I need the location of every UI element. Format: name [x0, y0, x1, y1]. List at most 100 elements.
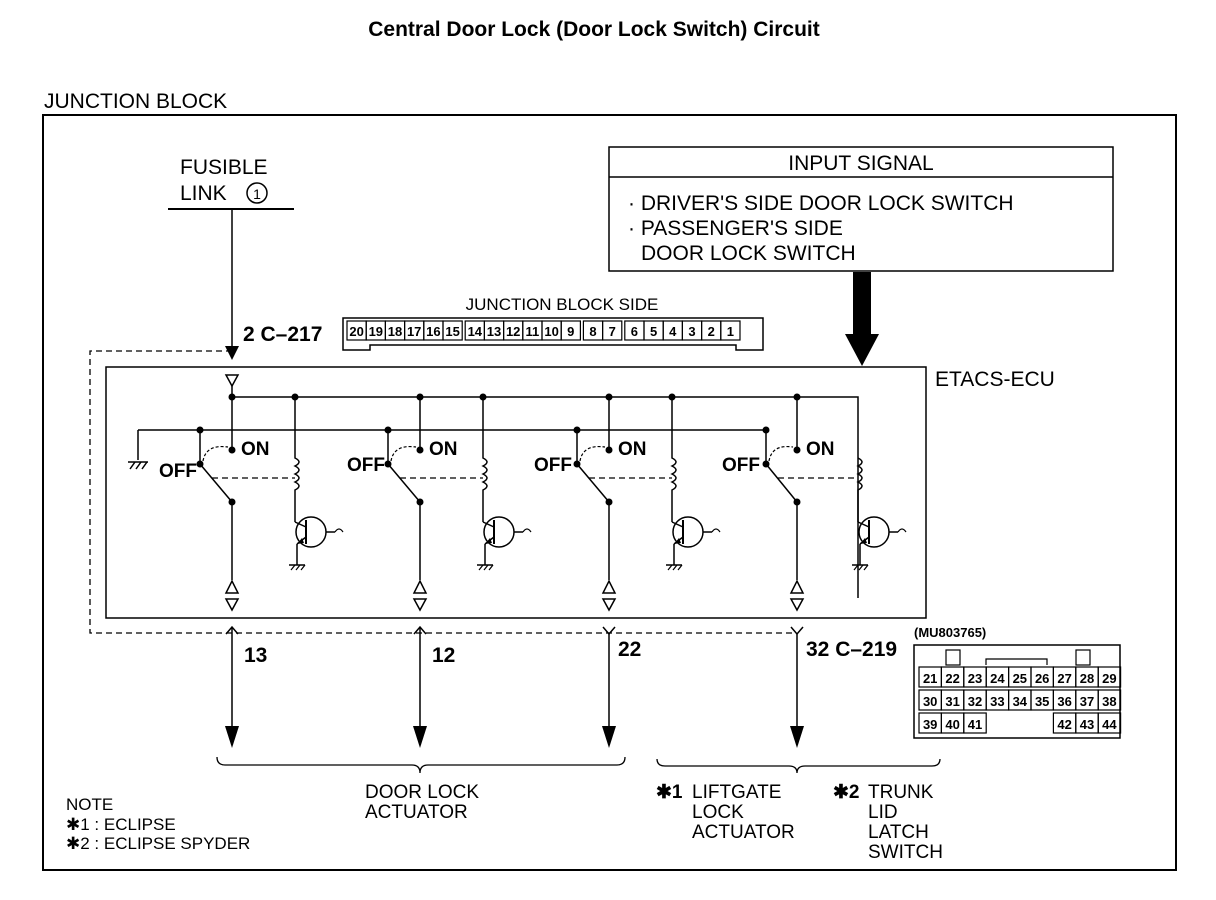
door-lock-actuator-line2: ACTUATOR: [365, 802, 468, 823]
c217-label: 2 C–217: [243, 323, 322, 346]
fusible-link-line2: LINK: [180, 182, 227, 205]
ground-symbol: [128, 461, 148, 470]
input-signal-item2-line2: DOOR LOCK SWITCH: [641, 242, 856, 265]
switch-2-off: OFF: [347, 455, 385, 476]
c219-pin-26: 26: [1035, 671, 1049, 686]
relay-channel-1: [196, 393, 344, 612]
relay-channel-3: [573, 393, 721, 612]
c219-pin-32: 32: [968, 694, 982, 709]
terminal-22: 22: [618, 638, 641, 661]
input-signal-header: INPUT SIGNAL: [788, 152, 933, 175]
c219-pin-29-cell: [1097, 666, 1122, 688]
switch-3-on: ON: [618, 439, 647, 460]
c219-pin-21: 21: [923, 671, 937, 686]
liftgate-mark: ✱1: [656, 782, 683, 803]
input-signal-box: INPUT SIGNAL · DRIVER'S SIDE DOOR LOCK S…: [608, 146, 1114, 272]
trunk-line3: LATCH: [868, 822, 929, 843]
dashed-loop: [89, 350, 796, 634]
junction-block-outline: [42, 114, 1177, 871]
relay-channel-4: [762, 393, 907, 612]
jb-pin-7: 7: [609, 324, 616, 339]
jb-pin-1: 1: [727, 324, 734, 339]
fusible-link-line1: FUSIBLE: [180, 156, 268, 179]
jb-pin-5: 5: [650, 324, 657, 339]
c219-pin-39: 39: [923, 717, 937, 732]
terminal-32-c219: 32 C–219: [806, 638, 897, 661]
terminal-12: 12: [432, 644, 455, 667]
trunk-line4: SWITCH: [868, 842, 943, 863]
jb-pin-11: 11: [526, 324, 540, 339]
jb-pin-4: 4: [669, 324, 677, 339]
c219-pin-44-cell: [1097, 712, 1122, 734]
door-lock-actuator-brace: [216, 756, 626, 774]
c219-pin-35: 35: [1035, 694, 1049, 709]
note-line1: ✱1 : ECLIPSE: [66, 815, 176, 834]
c217-terminal-marker: [224, 374, 240, 388]
c219-pin-41: 41: [968, 717, 982, 732]
c219-pin-22: 22: [945, 671, 959, 686]
jb-pin-15-cell: [442, 320, 463, 341]
switch-1-on: ON: [241, 439, 270, 460]
trunk-line2: LID: [868, 802, 898, 823]
note-line2: ✱2 : ECLIPSE SPYDER: [66, 834, 250, 853]
input-signal-item2-line1: · PASSENGER'S SIDE: [628, 217, 843, 240]
jb-pin-2: 2: [708, 324, 715, 339]
c219-part-number: (MU803765): [914, 625, 986, 640]
c219-pin-44: 44: [1102, 717, 1117, 732]
jb-pin-8: 8: [589, 324, 596, 339]
junction-block-side-label: JUNCTION BLOCK SIDE: [466, 295, 659, 314]
relay-channel-2: [384, 393, 532, 612]
c219-pin-24: 24: [990, 671, 1005, 686]
jb-pin-10: 10: [544, 324, 558, 339]
switch-4-off: OFF: [722, 455, 760, 476]
note-header: NOTE: [66, 795, 113, 814]
jb-pin-17: 17: [407, 324, 421, 339]
jb-pin-14: 14: [468, 324, 483, 339]
trunk-line1: TRUNK: [868, 782, 934, 803]
door-lock-actuator-line1: DOOR LOCK: [365, 782, 479, 803]
jb-pin-20: 20: [349, 324, 363, 339]
jb-pin-1-cell: [720, 320, 741, 341]
c219-pin-36: 36: [1057, 694, 1071, 709]
switch-1-off: OFF: [159, 461, 197, 482]
c219-pin-38: 38: [1102, 694, 1116, 709]
liftgate-line1: LIFTGATE: [692, 782, 781, 803]
input-signal-arrow-shaft: [853, 272, 871, 334]
jb-pin-18: 18: [388, 324, 402, 339]
liftgate-line2: LOCK: [692, 802, 744, 823]
junction-block-label: JUNCTION BLOCK: [44, 90, 227, 113]
c219-pin-34: 34: [1013, 694, 1028, 709]
jb-pin-3: 3: [688, 324, 695, 339]
supply-bus: [232, 396, 859, 598]
switch-2-on: ON: [429, 439, 458, 460]
output-terminals: [225, 625, 804, 728]
jb-pin-6: 6: [631, 324, 638, 339]
c219-pin-27: 27: [1057, 671, 1071, 686]
c219-pin-25: 25: [1013, 671, 1027, 686]
c219-pin-40: 40: [945, 717, 959, 732]
jb-pin-15: 15: [445, 324, 459, 339]
fusible-link-number: 1: [253, 186, 261, 202]
jb-pin-7-cell: [601, 320, 623, 341]
c219-pin-37: 37: [1080, 694, 1094, 709]
c219-pin-31: 31: [945, 694, 959, 709]
jb-pin-19: 19: [369, 324, 383, 339]
jb-pin-16: 16: [426, 324, 440, 339]
jb-pin-9: 9: [567, 324, 574, 339]
c219-pin-41-cell: [963, 712, 987, 734]
fusible-link: FUSIBLE LINK 1: [168, 156, 294, 360]
c219-pin-29: 29: [1102, 671, 1116, 686]
c219-pin-33: 33: [990, 694, 1004, 709]
jb-pin-9-cell: [560, 320, 582, 341]
c219-pin-38-cell: [1097, 689, 1122, 711]
c219-output-brace: [656, 758, 941, 774]
jb-pin-13: 13: [487, 324, 501, 339]
ecu-label: ETACS-ECU: [935, 368, 1055, 391]
input-signal-item1: · DRIVER'S SIDE DOOR LOCK SWITCH: [628, 192, 1014, 215]
input-signal-arrow-head: [845, 334, 879, 366]
trunk-mark: ✱2: [833, 782, 860, 803]
c219-pin-30: 30: [923, 694, 937, 709]
